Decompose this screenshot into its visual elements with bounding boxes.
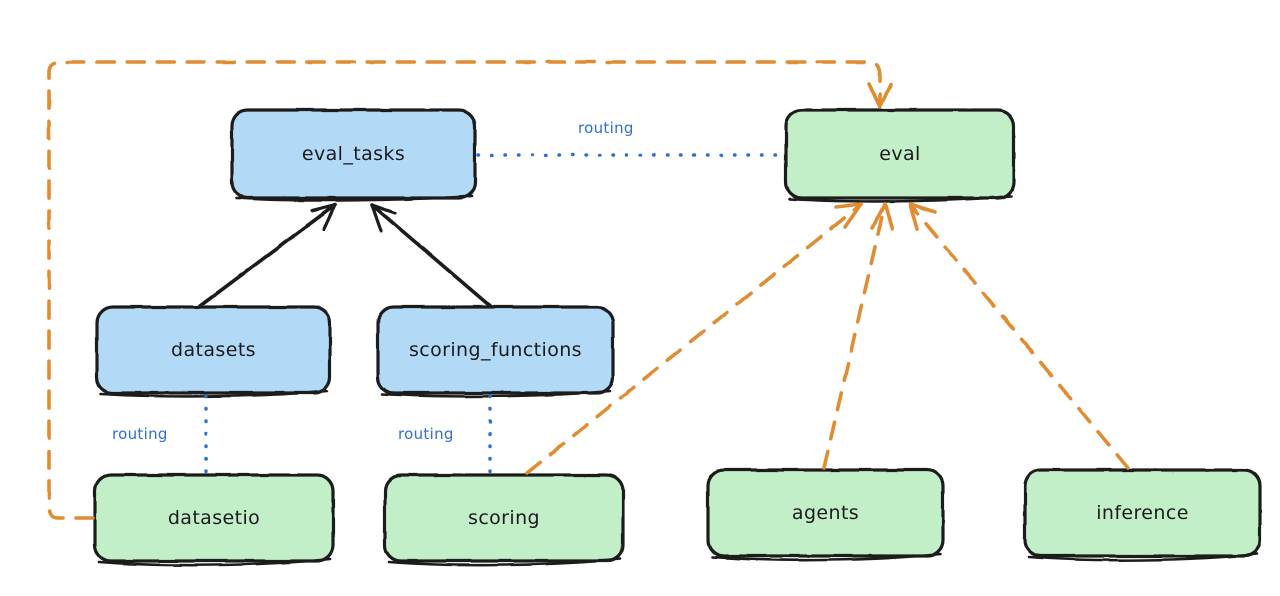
node-shape-datasets[interactable] <box>95 305 332 398</box>
edge-agents-to-eval[interactable] <box>822 202 894 470</box>
routing-edges <box>204 153 786 476</box>
node-label-eval-tasks: eval_tasks <box>301 142 406 165</box>
node-label-eval: eval <box>879 142 921 165</box>
node-shapes <box>93 108 1262 567</box>
node-datasets[interactable]: datasets <box>97 307 330 393</box>
node-scoring-functions[interactable]: scoring_functions <box>378 307 613 393</box>
node-datasetio[interactable]: datasetio <box>95 475 333 561</box>
node-shape-inference[interactable] <box>1023 468 1262 562</box>
node-shape-eval[interactable] <box>784 108 1016 203</box>
node-label-datasets: datasets <box>171 338 256 361</box>
node-shape-scoring-functions[interactable] <box>376 305 615 398</box>
node-label-scoring-functions: scoring_functions <box>409 338 582 361</box>
node-agents[interactable]: agents <box>708 470 943 556</box>
composition-edges <box>198 203 492 308</box>
edge-label-routing-eval: routing <box>578 119 634 137</box>
node-scoring[interactable]: scoring <box>385 475 623 561</box>
edge-datasetio-to-eval[interactable] <box>47 60 893 520</box>
node-label-agents: agents <box>791 501 860 524</box>
edge-datasets-to-eval-tasks[interactable] <box>198 203 337 308</box>
node-shape-scoring[interactable] <box>383 473 625 567</box>
dependency-edges <box>47 60 1130 520</box>
node-label-datasetio: datasetio <box>167 506 261 529</box>
node-shape-agents[interactable] <box>706 468 945 562</box>
node-label-inference: inference <box>1096 501 1189 524</box>
edge-scoring-to-eval[interactable] <box>525 202 863 475</box>
edge-label-routing-scoring: routing <box>398 425 454 443</box>
node-label-scoring: scoring <box>468 506 540 529</box>
node-eval[interactable]: eval <box>786 110 1014 198</box>
edge-inference-to-eval[interactable] <box>908 202 1130 470</box>
edge-label-routing-datasets: routing <box>112 425 168 443</box>
node-eval-tasks[interactable]: eval_tasks <box>232 110 475 198</box>
node-inference[interactable]: inference <box>1025 470 1260 556</box>
node-shape-eval-tasks[interactable] <box>230 108 477 202</box>
edge-scoring-functions-to-eval-tasks[interactable] <box>370 203 492 308</box>
node-shape-datasetio[interactable] <box>93 473 335 567</box>
